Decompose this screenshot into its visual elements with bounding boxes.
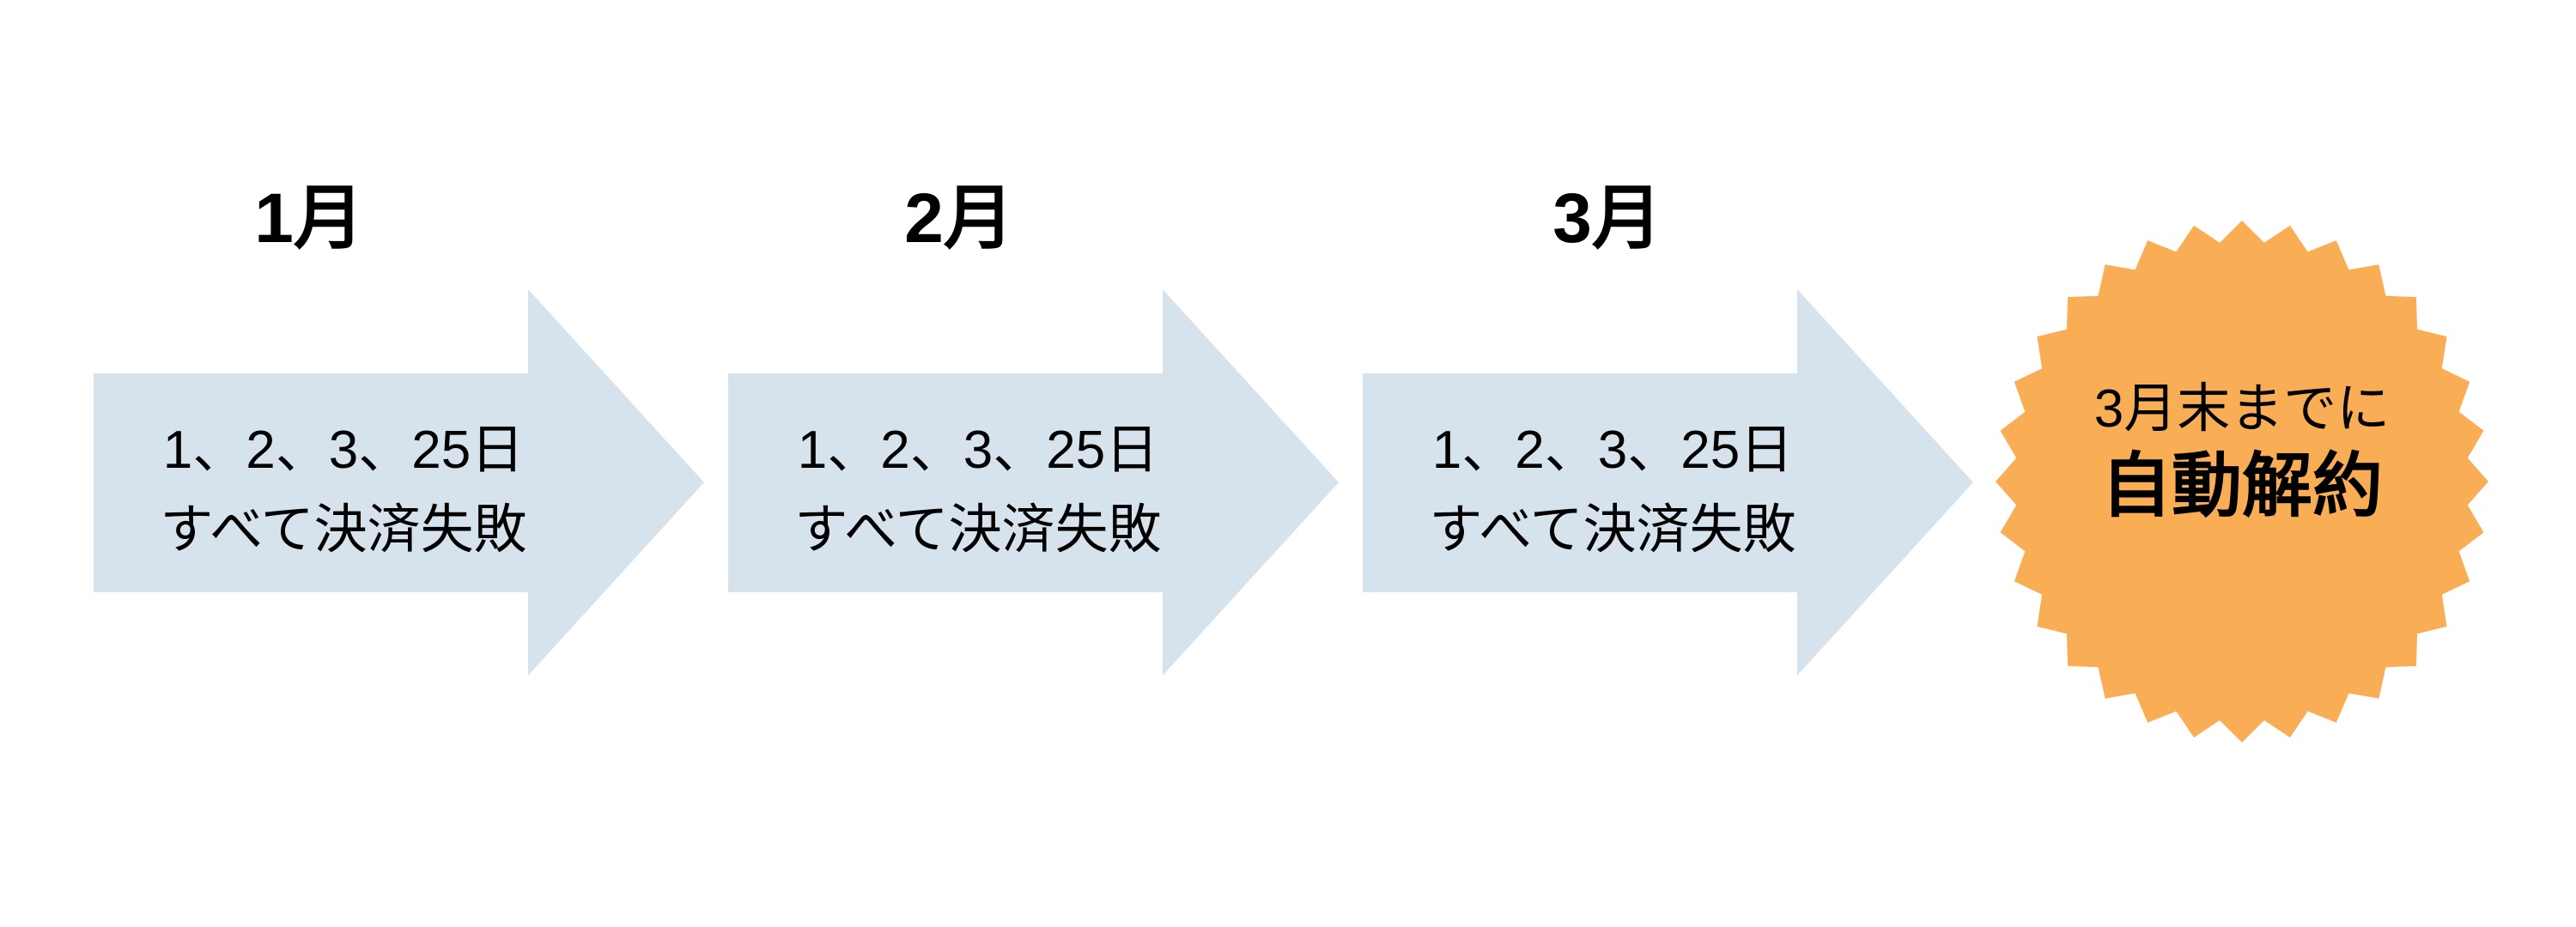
badge-deadline-line: 3月末までに [2093, 379, 2391, 439]
failed-days-line: 1、2、3、25日 [162, 421, 525, 480]
starburst-shape [1996, 221, 2488, 742]
arrow-step-february: 1、2、3、25日 すべて決済失敗 [728, 289, 1339, 676]
auto-cancellation-badge: 3月末までに 自動解約 [1996, 221, 2488, 742]
arrow-step-text: 1、2、3、25日 すべて決済失敗 [94, 289, 593, 676]
arrow-step-march: 1、2、3、25日 すべて決済失敗 [1363, 289, 1973, 676]
badge-text: 3月末までに 自動解約 [1996, 221, 2488, 742]
failed-days-line: 1、2、3、25日 [797, 421, 1159, 480]
payment-failed-line: すべて決済失敗 [1429, 500, 1796, 560]
badge-cancellation-line: 自動解約 [2100, 447, 2383, 525]
payment-failed-line: すべて決済失敗 [160, 500, 527, 560]
month-label-february: 2月 [904, 179, 1014, 258]
payment-failed-line: すべて決済失敗 [794, 500, 1162, 560]
month-label-march: 3月 [1552, 179, 1662, 258]
arrow-step-january: 1、2、3、25日 すべて決済失敗 [94, 289, 704, 676]
arrow-step-text: 1、2、3、25日 すべて決済失敗 [1363, 289, 1862, 676]
arrow-step-text: 1、2、3、25日 すべて決済失敗 [728, 289, 1228, 676]
month-label-january: 1月 [254, 179, 364, 258]
starburst-icon [1996, 221, 2488, 742]
failed-days-line: 1、2、3、25日 [1431, 421, 1794, 480]
